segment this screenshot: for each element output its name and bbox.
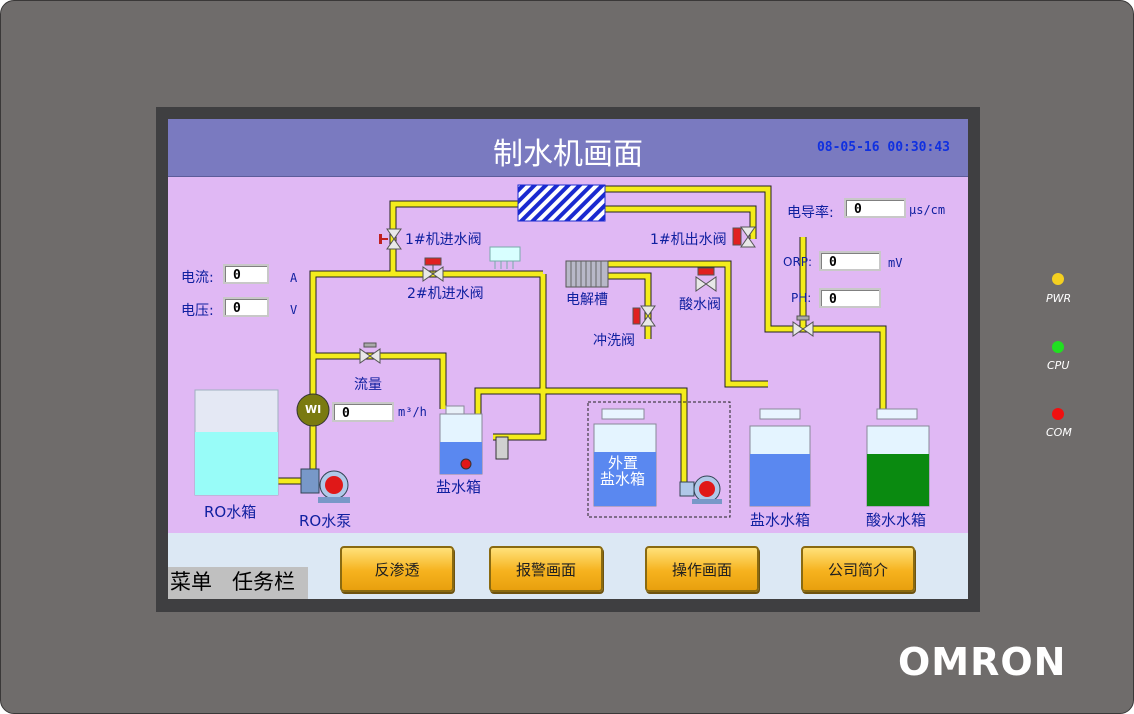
heat-exchanger	[517, 184, 606, 222]
orp-label: ORP:	[783, 255, 813, 269]
flow-meter-symbol: WI	[305, 403, 322, 416]
conductivity-unit: μs/cm	[909, 203, 946, 217]
external-pump-icon	[679, 475, 722, 504]
valve-icons	[359, 226, 814, 364]
salt-box-icon	[439, 405, 509, 475]
menu-taskbar-tag	[168, 567, 308, 599]
orp-value: 0	[819, 251, 881, 271]
operation-screen-button[interactable]: 操作画面	[645, 546, 759, 592]
cpu-label: CPU	[1047, 359, 1070, 372]
current-unit: A	[290, 271, 298, 285]
salt-water-tank-label: 盐水水箱	[750, 511, 811, 529]
acid-water-tank-label: 酸水水箱	[866, 511, 927, 529]
valve1-out-label: 1#机出水阀	[650, 232, 727, 248]
menu-label[interactable]: 菜单	[170, 570, 212, 594]
orp-unit: mV	[888, 256, 903, 270]
taskbar-label[interactable]: 任务栏	[232, 570, 296, 594]
voltage-unit: V	[290, 303, 298, 317]
title-bar: 制水机画面 08-05-16 00:30:43	[168, 119, 968, 177]
voltage-label: 电压:	[181, 303, 214, 319]
flow-unit: m³/h	[398, 405, 427, 419]
acid-valve-label: 酸水阀	[679, 297, 721, 313]
ph-label: PH:	[791, 291, 812, 305]
current-value: 0	[223, 264, 269, 284]
pwr-led-icon	[1052, 273, 1064, 285]
flow-value: 0	[332, 402, 394, 422]
filter-icon	[489, 246, 521, 269]
com-label: COM	[1046, 426, 1072, 439]
flow-meter-icon	[296, 393, 330, 427]
external-tank-label-line2: 盐水箱	[600, 470, 646, 488]
voltage-value: 0	[223, 297, 269, 317]
datetime-display: 08-05-16 00:30:43	[816, 140, 950, 155]
conductivity-value: 0	[844, 198, 906, 218]
ro-tank-icon	[194, 389, 279, 496]
flow-label: 流量	[354, 377, 382, 393]
process-diagram	[194, 184, 930, 518]
external-tank-label-line1: 外置	[608, 454, 639, 472]
flush-valve-label: 冲洗阀	[593, 333, 635, 349]
acid-water-tank-icon	[866, 408, 930, 507]
conductivity-label: 电导率:	[787, 205, 834, 221]
hmi-screen: 制水机画面 08-05-16 00:30:43 1#机进水阀 2#机进水阀 1#…	[168, 119, 968, 599]
omron-logo: OMRON	[898, 640, 1067, 684]
salt-box-label: 盐水箱	[436, 478, 482, 496]
current-label: 电流:	[181, 270, 214, 286]
ro-pump-label: RO水泵	[299, 512, 352, 530]
pwr-label: PWR	[1046, 292, 1072, 305]
external-salt-tank-icon	[593, 408, 657, 507]
alarm-screen-button[interactable]: 报警画面	[489, 546, 603, 592]
external-box-frame	[587, 401, 731, 518]
ph-value: 0	[819, 288, 881, 308]
valve2-in-label: 2#机进水阀	[407, 286, 484, 302]
menu-taskbar[interactable]: 菜单 任务栏	[170, 567, 295, 597]
valve1-in-label: 1#机进水阀	[405, 232, 482, 248]
company-intro-button[interactable]: 公司简介	[801, 546, 915, 592]
salt-water-tank-icon	[749, 408, 811, 507]
ro-pump-icon	[300, 468, 350, 503]
electrolyzer-label: 电解槽	[566, 292, 608, 308]
cpu-led-icon	[1052, 341, 1064, 353]
reverse-osmosis-button[interactable]: 反渗透	[340, 546, 454, 592]
page-title: 制水机画面	[493, 137, 643, 172]
electrolyzer-icon	[565, 260, 609, 288]
ro-tank-label: RO水箱	[204, 503, 257, 521]
com-led-icon	[1052, 408, 1064, 420]
